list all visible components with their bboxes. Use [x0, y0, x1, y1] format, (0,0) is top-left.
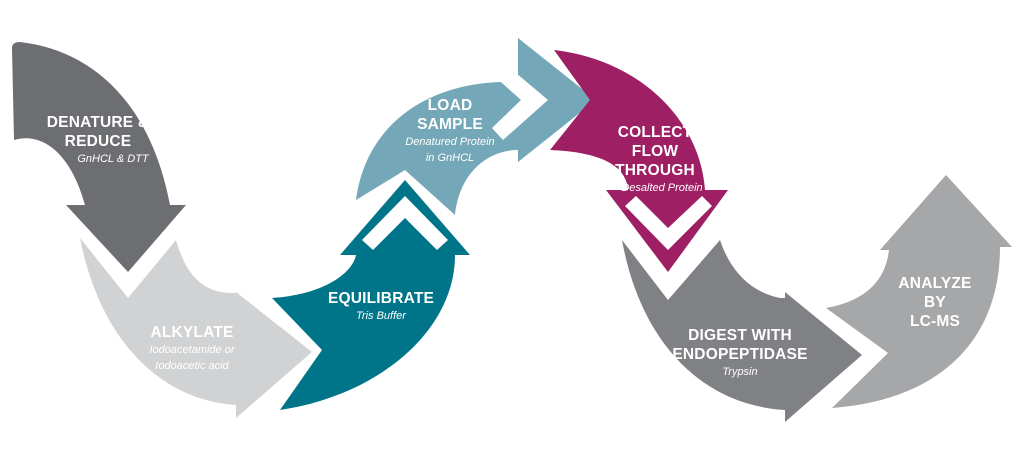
arrow-load: [356, 38, 596, 215]
arrow-alkylate: [80, 238, 312, 418]
step-title: DIGEST WITH ENDOPEPTIDASE: [672, 327, 808, 363]
step-subtitle: Denatured Protein in GnHCL: [405, 136, 495, 164]
step-subtitle: Tris Buffer: [356, 310, 406, 322]
chevron-right-icon: [492, 62, 548, 140]
step-alkylate-label: ALKYLATE Iodoacetamide or Iodoacetic aci…: [122, 323, 262, 374]
arrow-analyze: [826, 175, 1012, 408]
chevron-up-icon: [362, 196, 448, 250]
step-collect-label: COLLECT FLOW THROUGH Desalted Protein: [600, 123, 710, 196]
arrow-equilibrate: [272, 180, 470, 410]
step-digest-label: DIGEST WITH ENDOPEPTIDASE Trypsin: [665, 326, 815, 380]
step-title: ANALYZE BY LC-MS: [898, 275, 972, 330]
step-title: EQUILIBRATE: [327, 290, 435, 307]
step-subtitle: GnHCL & DTT: [77, 153, 149, 165]
step-title: ALKYLATE: [150, 324, 234, 341]
step-subtitle: Trypsin: [722, 366, 758, 378]
arrow-digest: [622, 240, 862, 422]
step-denature-label: DENATURE & REDUCE GnHCL & DTT: [28, 113, 168, 167]
step-title: DENATURE & REDUCE: [46, 114, 150, 150]
step-title: LOAD SAMPLE: [417, 97, 483, 133]
step-subtitle: Iodoacetamide or Iodoacetic acid: [149, 344, 235, 372]
step-title: COLLECT FLOW THROUGH: [615, 124, 695, 179]
step-equilibrate-label: EQUILIBRATE Tris Buffer: [316, 289, 446, 324]
step-analyze-label: ANALYZE BY LC-MS: [880, 274, 990, 331]
step-load-label: LOAD SAMPLE Denatured Protein in GnHCL: [390, 96, 510, 166]
arrow-denature: [12, 42, 186, 272]
step-subtitle: Desalted Protein: [621, 182, 703, 194]
chevron-down-icon: [625, 196, 712, 250]
